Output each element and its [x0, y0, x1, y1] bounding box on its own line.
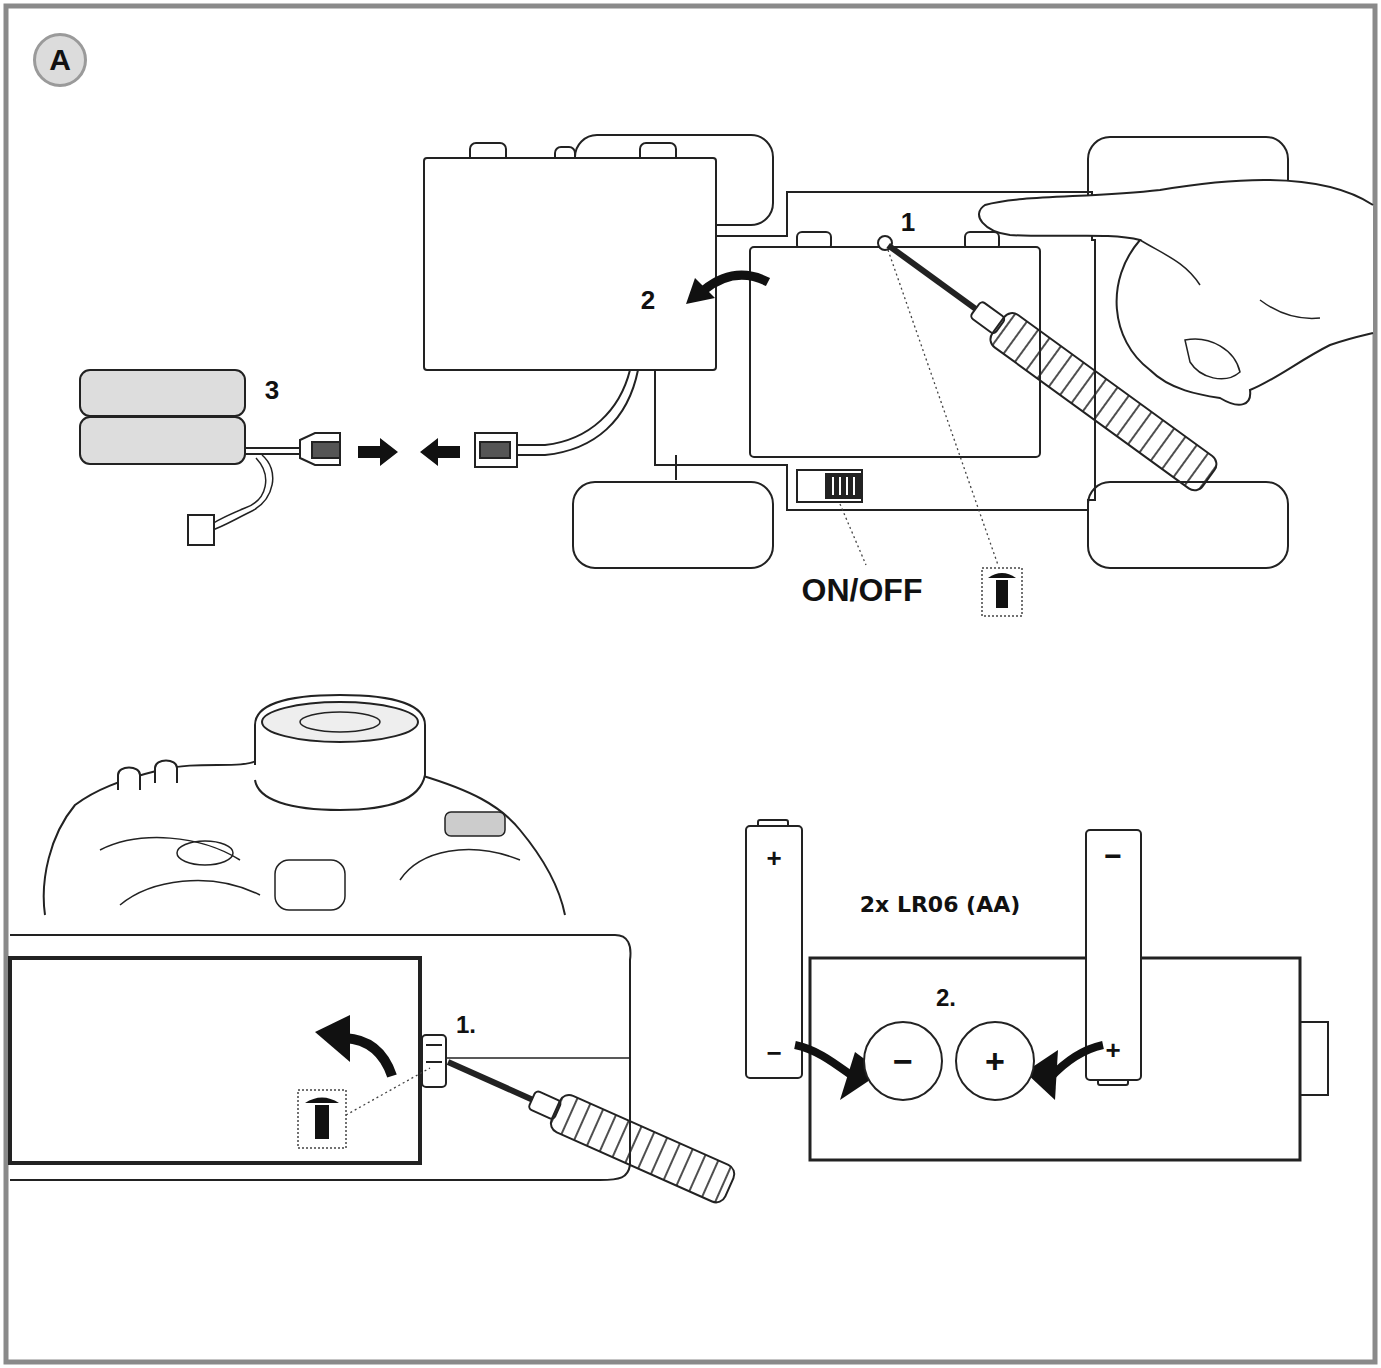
screw-icon: [982, 568, 1022, 616]
frame: [6, 6, 1375, 1362]
curved-arrow: [704, 275, 768, 290]
polarity-circle: −: [863, 1021, 943, 1101]
panel-badge: A: [33, 33, 87, 87]
curved-arrow: [1050, 1045, 1103, 1078]
connect-arrow: [358, 438, 460, 466]
screw-icon: [298, 1068, 430, 1148]
polarity-sign: −: [766, 1040, 781, 1066]
arrow-head: [686, 278, 715, 304]
screwdriver: [440, 1044, 738, 1206]
polarity-sign: +: [766, 845, 781, 871]
aa-battery: [746, 820, 1141, 1085]
battery-pack: [80, 370, 638, 545]
polarity-sign: −: [1104, 841, 1122, 871]
leader-line: [840, 250, 998, 565]
battery-spec: 2x LR06 (AA): [860, 894, 1021, 916]
hand: [979, 180, 1373, 405]
callout-number: 2: [641, 287, 655, 313]
hand-detail: [1140, 240, 1320, 379]
remote-controller: [10, 695, 630, 1180]
node-text: +: [985, 1044, 1005, 1078]
arrow-head: [315, 1015, 350, 1062]
callout-number: 3: [265, 377, 279, 403]
callout-number: 1.: [456, 1013, 476, 1037]
polarity-circle: +: [955, 1021, 1035, 1101]
polarity-sign: +: [1105, 1037, 1120, 1063]
battery-compartment: [810, 958, 1328, 1160]
switch-label: ON/OFF: [802, 574, 923, 606]
node-text: A: [49, 45, 71, 75]
callout-number: 1: [901, 209, 915, 235]
callout-number: 2.: [936, 986, 956, 1010]
curved-arrow: [345, 1038, 392, 1076]
node-text: −: [893, 1044, 913, 1078]
